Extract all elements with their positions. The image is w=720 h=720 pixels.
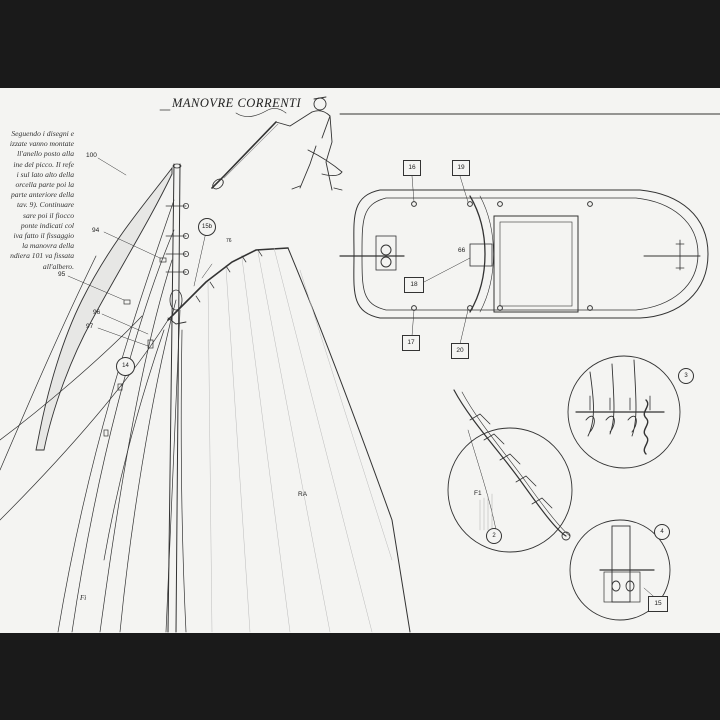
- intro-line: izzate vanno montate: [9, 139, 74, 149]
- label-97: 97: [86, 323, 94, 330]
- intro-line: i sul lato alto della: [16, 169, 74, 179]
- label-f1: F1: [474, 490, 482, 497]
- intro-line: ll'anello posto alla: [17, 149, 74, 159]
- section-title: MANOVRE CORRENTI: [172, 96, 302, 110]
- callout-17: 17: [402, 335, 420, 351]
- label-100: 100: [86, 152, 97, 159]
- sailor-figure: [275, 96, 343, 191]
- rigging-lines: [0, 199, 187, 633]
- main-sail-leech: [287, 247, 411, 633]
- intro-line: ine del picco. Il refe: [13, 159, 74, 169]
- label-96: 96: [93, 309, 101, 316]
- callout-20: 20: [451, 343, 469, 359]
- intro-line: parte anteriore della: [11, 190, 74, 200]
- main-sail-seams: [207, 247, 393, 633]
- label-ra: RA: [298, 491, 308, 498]
- header-flourish: [235, 108, 287, 117]
- callout-19: 19: [452, 160, 470, 176]
- detail-2-circle: [447, 389, 573, 553]
- label-94: 94: [92, 227, 100, 234]
- detail-3-number: 3: [678, 368, 694, 384]
- sailor-block: [212, 178, 224, 190]
- detail-3-circle: [567, 355, 681, 469]
- label-95: 95: [58, 271, 66, 278]
- gaff: [167, 247, 289, 321]
- intro-line: iva fatto il fissaggio: [13, 231, 74, 241]
- rigging-blocks: [103, 249, 263, 437]
- intro-paragraph: Seguendo i disegni e izzate vanno montat…: [2, 129, 74, 272]
- intro-line: Seguendo i disegni e: [11, 129, 74, 138]
- detail-4-circle: [569, 519, 671, 621]
- intro-line: all'albero.: [42, 261, 74, 271]
- intro-line: ndiera 101 va fissata: [10, 251, 74, 261]
- callout-15: 15: [648, 596, 668, 612]
- hull-leaders: [411, 175, 471, 345]
- intro-line: sare poi il fiocco: [23, 210, 74, 220]
- detail-4-number: 4: [654, 524, 670, 540]
- sailor-rope: [211, 121, 277, 189]
- pennant: [35, 166, 173, 451]
- label-66: 66: [458, 247, 466, 254]
- label-fi: Fi: [80, 594, 87, 602]
- callout-16: 16: [403, 160, 421, 176]
- label-76: 76: [226, 238, 232, 244]
- sailor-rope-inner: [223, 123, 279, 179]
- intro-line: la manovra della: [22, 241, 74, 251]
- detail-2-number: 2: [486, 528, 502, 544]
- hull-plan: [339, 189, 709, 319]
- mast-fittings: [165, 202, 189, 311]
- intro-line: ponte indicati col: [20, 220, 74, 230]
- callout-18: 18: [404, 277, 424, 293]
- intro-line: orcella parte poi la: [15, 180, 74, 190]
- intro-line: tav. 9). Continuare: [17, 200, 74, 210]
- leader-lines: [67, 157, 213, 347]
- mast-right: [175, 163, 181, 633]
- mast-top: [172, 163, 182, 169]
- callout-14: 14: [116, 357, 135, 376]
- callout-15b: 15b: [198, 218, 216, 236]
- mast-left: [167, 163, 175, 633]
